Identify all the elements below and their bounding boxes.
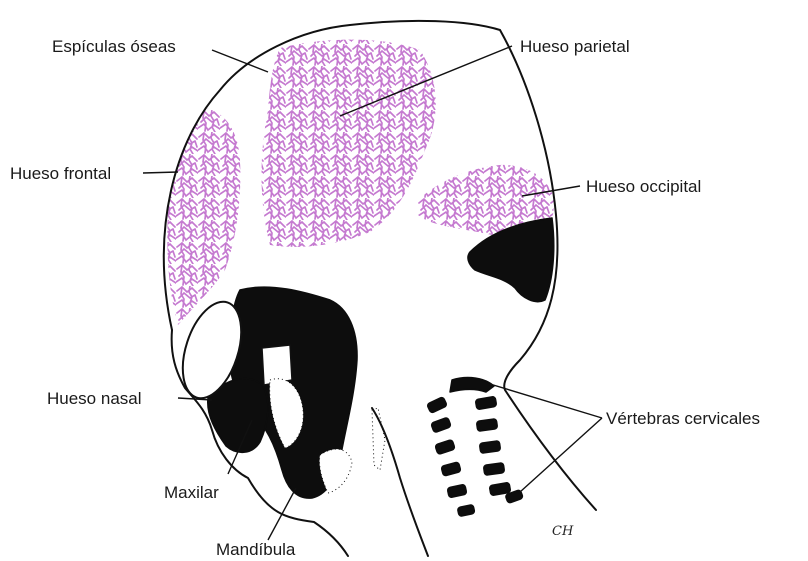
frontal-ossification [167, 108, 240, 325]
artist-signature: CH [552, 524, 574, 539]
label-hueso-frontal: Hueso frontal [10, 164, 111, 183]
leader-mandibula [268, 488, 296, 540]
label-hueso-parietal: Hueso parietal [520, 37, 630, 56]
label-vertebras-cervicales: Vértebras cervicales [606, 409, 760, 428]
cervical-vertebrae [427, 378, 523, 517]
label-espiculas-oseas: Espículas óseas [52, 37, 176, 56]
parietal-ossification [262, 40, 436, 247]
leader-frontal [143, 172, 178, 173]
label-maxilar: Maxilar [164, 483, 219, 502]
label-hueso-occipital: Hueso occipital [586, 177, 701, 196]
label-hueso-nasal: Hueso nasal [47, 389, 142, 408]
label-mandibula: Mandíbula [216, 540, 296, 559]
leader-vertebras-1 [490, 384, 602, 418]
